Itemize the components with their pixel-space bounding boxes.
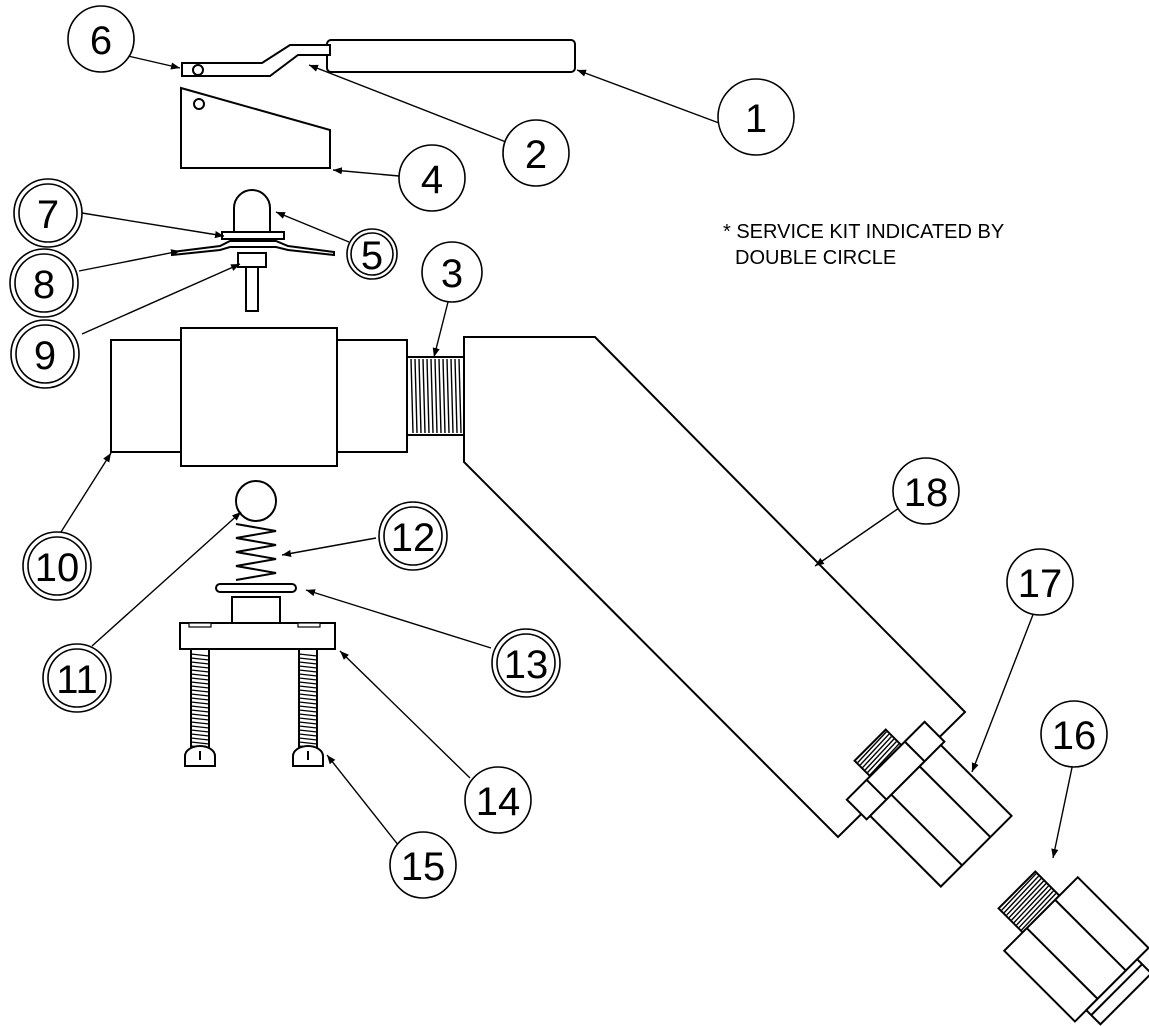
part-3-threaded-nipple bbox=[406, 356, 465, 436]
callout-18: 18 bbox=[892, 457, 960, 525]
svg-text:2: 2 bbox=[525, 133, 547, 177]
callout-3: 3 bbox=[421, 241, 483, 303]
part-handle-lever bbox=[181, 39, 576, 77]
callout-7: 7 bbox=[13, 178, 83, 248]
valve-seat bbox=[231, 596, 281, 624]
plunger-assembly bbox=[171, 189, 335, 312]
svg-text:15: 15 bbox=[401, 845, 446, 889]
part-16-fitting bbox=[997, 870, 1149, 1026]
svg-text:18: 18 bbox=[904, 471, 949, 515]
plunger-stem bbox=[245, 266, 259, 312]
svg-text:9: 9 bbox=[34, 334, 56, 378]
part-15-screw-right bbox=[292, 648, 324, 767]
svg-text:13: 13 bbox=[504, 643, 549, 687]
part-6-pivot-hole bbox=[192, 64, 204, 76]
part-9-nut bbox=[237, 252, 267, 268]
callout-15: 15 bbox=[389, 831, 457, 899]
svg-text:10: 10 bbox=[35, 546, 80, 590]
callout-8: 8 bbox=[9, 248, 79, 318]
callout-14: 14 bbox=[464, 766, 532, 834]
svg-text:17: 17 bbox=[1018, 562, 1063, 606]
svg-text:16: 16 bbox=[1052, 714, 1097, 758]
callout-5: 5 bbox=[346, 228, 398, 280]
callout-11: 11 bbox=[42, 643, 112, 713]
svg-text:4: 4 bbox=[421, 158, 443, 202]
callout-9: 9 bbox=[10, 319, 80, 389]
part-15-screw-left bbox=[184, 648, 216, 767]
callout-1: 1 bbox=[717, 78, 795, 156]
part-2-lever-arm bbox=[181, 44, 331, 77]
part-8-diaphragm bbox=[171, 240, 335, 257]
part-5-plunger-cap bbox=[233, 189, 271, 233]
svg-text:7: 7 bbox=[37, 193, 59, 237]
callout-6: 6 bbox=[67, 5, 135, 73]
part-1-handle-grip bbox=[326, 39, 576, 73]
callout-13: 13 bbox=[491, 628, 561, 698]
part-7-washer bbox=[221, 231, 285, 240]
leader-lines bbox=[60, 55, 1075, 859]
svg-text:11: 11 bbox=[56, 658, 98, 702]
svg-text:3: 3 bbox=[441, 252, 463, 296]
part-17-fitting bbox=[845, 720, 1013, 888]
callout-12: 12 bbox=[378, 501, 448, 571]
svg-text:14: 14 bbox=[476, 780, 521, 824]
svg-text:1: 1 bbox=[745, 97, 767, 141]
part-13-washer bbox=[215, 583, 297, 593]
bottom-assembly bbox=[179, 480, 336, 767]
svg-text:6: 6 bbox=[90, 19, 112, 63]
part-10-valve-body bbox=[110, 327, 408, 467]
service-kit-note-line-2: DOUBLE CIRCLE bbox=[735, 247, 896, 269]
part-4-bracket bbox=[180, 86, 331, 169]
callout-4: 4 bbox=[398, 144, 466, 212]
svg-text:8: 8 bbox=[33, 263, 55, 307]
service-kit-note-line-1: * SERVICE KIT INDICATED BY bbox=[723, 221, 1004, 243]
callout-16: 16 bbox=[1040, 700, 1108, 768]
svg-text:12: 12 bbox=[391, 516, 436, 560]
callout-2: 2 bbox=[502, 119, 570, 187]
callout-10: 10 bbox=[22, 531, 92, 601]
part-12-spring bbox=[235, 523, 277, 581]
part-11-ball bbox=[235, 480, 277, 522]
service-kit-note: * SERVICE KIT INDICATED BY DOUBLE CIRCLE bbox=[723, 221, 1004, 269]
callout-17: 17 bbox=[1006, 548, 1074, 616]
svg-text:5: 5 bbox=[361, 234, 383, 278]
